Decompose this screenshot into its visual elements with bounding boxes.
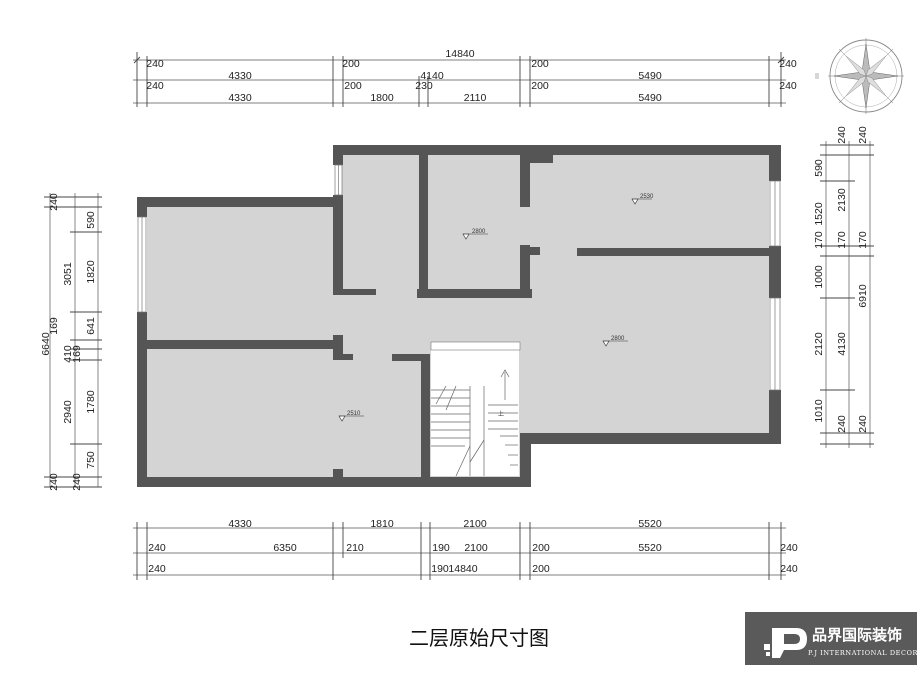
svg-text:170: 170: [836, 231, 848, 249]
svg-text:750: 750: [85, 451, 97, 469]
svg-text:240: 240: [780, 542, 798, 554]
brand-name-en: P.J INTERNATIONAL DECORATE: [808, 649, 917, 657]
svg-text:200: 200: [532, 542, 550, 554]
svg-text:240: 240: [857, 415, 869, 433]
svg-text:2120: 2120: [813, 332, 825, 356]
svg-text:590: 590: [813, 159, 825, 177]
svg-text:4330: 4330: [228, 92, 252, 104]
staircase: 上: [430, 341, 521, 477]
svg-text:4140: 4140: [420, 70, 444, 82]
level-label-3: 2800: [611, 336, 625, 342]
svg-text:4330: 4330: [228, 70, 252, 82]
left-dim-overall: 6640: [40, 332, 52, 356]
brand-block: 品界国际装饰 P.J INTERNATIONAL DECORATE: [745, 612, 917, 665]
svg-text:1780: 1780: [85, 390, 97, 414]
level-label-4: 2510: [347, 411, 361, 417]
svg-text:2110: 2110: [464, 92, 487, 104]
svg-text:230: 230: [415, 80, 433, 92]
north-arrow-rose-icon: [815, 38, 904, 114]
brand-name-cn: 品界国际装饰: [812, 626, 902, 644]
svg-text:4330: 4330: [228, 518, 252, 530]
svg-text:5520: 5520: [638, 542, 662, 554]
svg-text:5490: 5490: [638, 70, 662, 82]
svg-text:240: 240: [146, 58, 164, 70]
svg-text:5520: 5520: [638, 518, 662, 530]
svg-text:200: 200: [532, 563, 550, 575]
svg-text:2100: 2100: [464, 542, 488, 554]
svg-text:240: 240: [148, 563, 166, 575]
svg-text:170: 170: [857, 231, 869, 249]
svg-text:590: 590: [85, 211, 97, 229]
right-dim-col2: 240 2130 170 4130 240: [836, 126, 848, 433]
svg-text:240: 240: [146, 80, 164, 92]
svg-text:6910: 6910: [857, 284, 869, 308]
bottom-dimension-lines: [133, 522, 786, 580]
svg-text:1000: 1000: [813, 265, 825, 289]
left-dim-col3: 590 1820 641 169 1780 750 240: [71, 211, 97, 491]
drawing-title: 二层原始尺寸图: [409, 626, 549, 650]
level-label-2: 2800: [472, 229, 486, 235]
right-dim-col1: 590 1520 170 1000 2120 1010: [813, 159, 825, 423]
svg-text:1820: 1820: [85, 260, 97, 284]
svg-text:170: 170: [813, 231, 825, 249]
svg-text:240: 240: [71, 473, 83, 491]
svg-text:240: 240: [148, 542, 166, 554]
svg-text:5490: 5490: [638, 92, 662, 104]
right-dimension-lines: [820, 141, 874, 448]
svg-text:4130: 4130: [836, 332, 848, 356]
svg-text:190: 190: [432, 542, 450, 554]
windows: [137, 164, 781, 391]
svg-text:410: 410: [62, 345, 74, 363]
bottom-dim-row2: 240 6350 210 190 2100 200 5520 240: [148, 542, 798, 554]
svg-text:169: 169: [48, 317, 60, 335]
svg-text:200: 200: [342, 58, 360, 70]
svg-text:240: 240: [857, 126, 869, 144]
svg-text:1010: 1010: [813, 399, 825, 423]
svg-text:240: 240: [779, 80, 797, 92]
svg-text:240: 240: [836, 126, 848, 144]
level-label-1: 2530: [640, 194, 654, 200]
top-dim-row2: 240 4330 200 4140 200 5490 240: [146, 58, 797, 82]
svg-text:169: 169: [71, 345, 83, 363]
svg-text:240: 240: [48, 473, 60, 491]
left-dimension-lines: [44, 193, 102, 488]
svg-text:2940: 2940: [62, 400, 74, 424]
bottom-dim-row1: 4330 1810 2100 5520: [228, 518, 662, 530]
svg-text:1520: 1520: [813, 202, 825, 226]
svg-text:200: 200: [531, 80, 549, 92]
svg-text:1800: 1800: [370, 92, 394, 104]
right-dim-col3: 240 170 6910 240: [857, 126, 869, 433]
level-markers: [338, 198, 652, 422]
svg-text:3051: 3051: [62, 262, 74, 286]
svg-text:210: 210: [346, 542, 364, 554]
svg-text:240: 240: [779, 58, 797, 70]
svg-text:200: 200: [531, 58, 549, 70]
top-dimension-lines: [133, 52, 786, 107]
svg-text:2130: 2130: [836, 188, 848, 212]
svg-text:190: 190: [431, 563, 449, 575]
svg-text:6350: 6350: [273, 542, 297, 554]
svg-text:200: 200: [344, 80, 362, 92]
brand-logo-icon: [764, 628, 807, 658]
walls: [137, 145, 781, 487]
svg-text:240: 240: [836, 415, 848, 433]
svg-text:上: 上: [498, 410, 504, 418]
top-dim-row3: 240 4330 200 1800 230 2110 200 5490 240: [146, 80, 797, 104]
svg-text:1810: 1810: [370, 518, 394, 530]
left-dim-col2: 240 3051 169 410 2940 240: [48, 193, 74, 491]
bottom-dim-row3: 240 190 14840 200 240: [148, 563, 798, 575]
svg-text:641: 641: [85, 317, 97, 335]
svg-text:240: 240: [48, 193, 60, 211]
svg-text:14840: 14840: [448, 563, 477, 575]
svg-text:2100: 2100: [463, 518, 487, 530]
svg-text:240: 240: [780, 563, 798, 575]
top-dim-overall: 14840: [445, 48, 474, 60]
